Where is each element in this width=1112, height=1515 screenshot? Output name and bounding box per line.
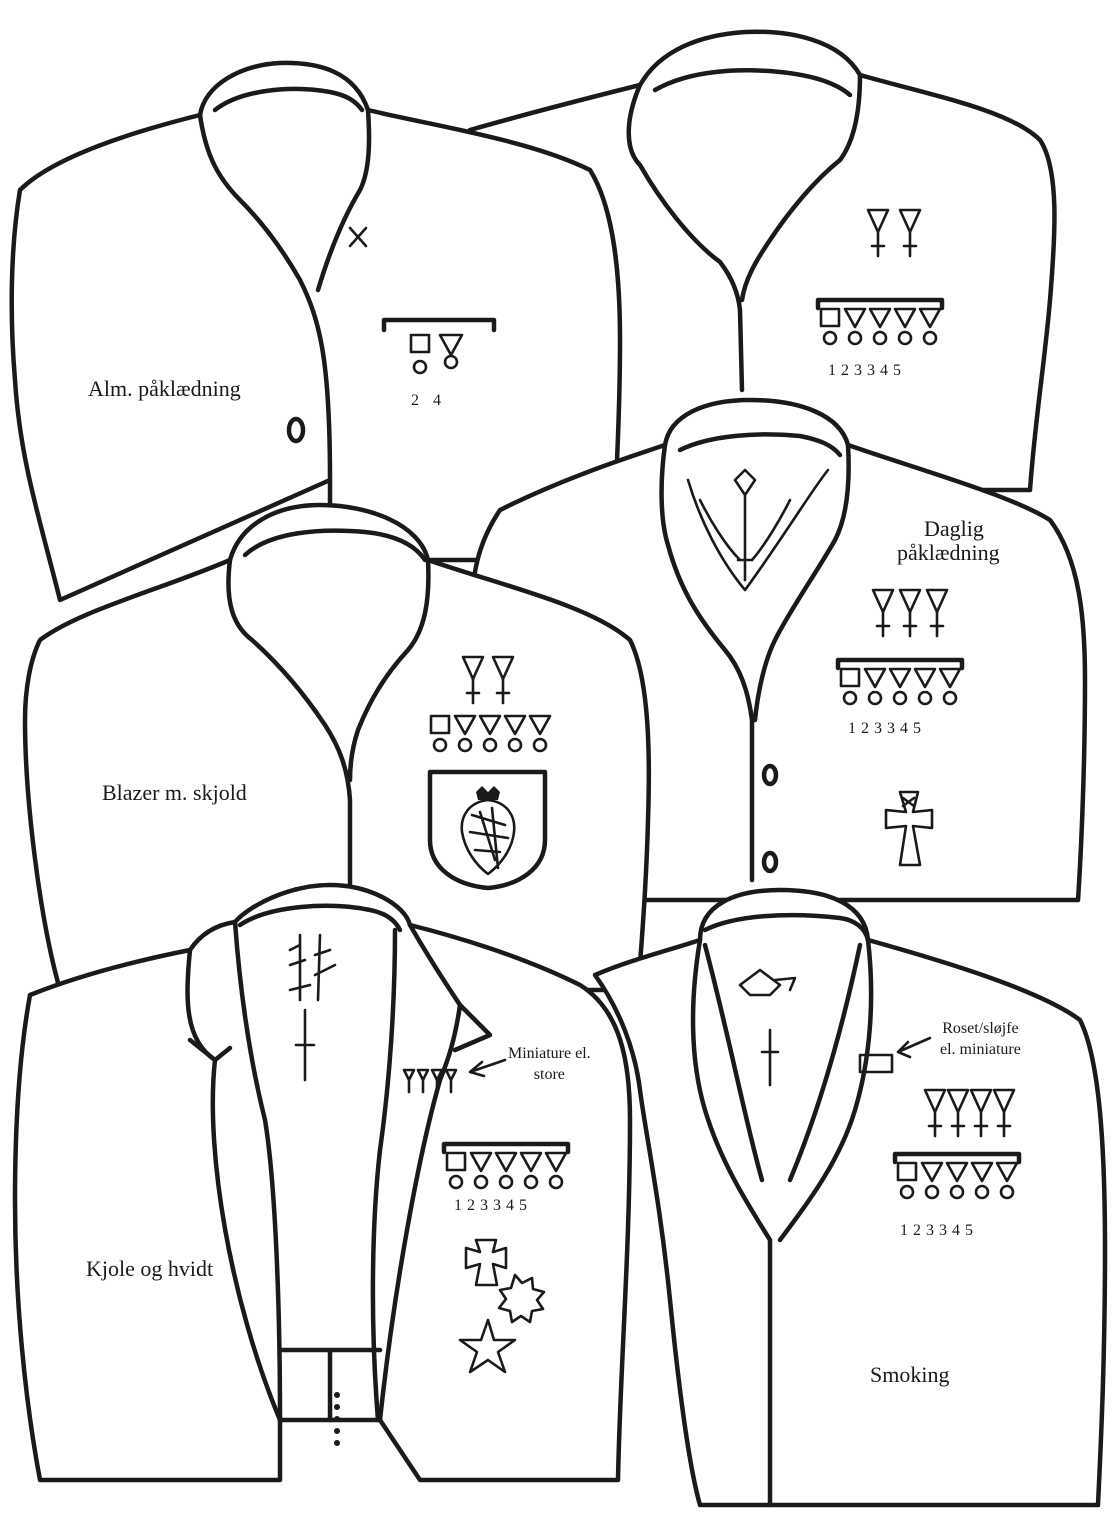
annotation-roset-line2: el. miniature bbox=[940, 1039, 1021, 1060]
annotation-roset: Roset/sløjfe el. miniature bbox=[940, 1018, 1021, 1060]
label-smoking: Smoking bbox=[870, 1362, 949, 1388]
jacket-bottom-right bbox=[595, 890, 1105, 1505]
medal-numbers-smoking: 1 2 3 3 4 5 bbox=[900, 1222, 974, 1240]
annotation-miniature: Miniature el. store bbox=[508, 1043, 591, 1085]
label-kjole-og-hvidt: Kjole og hvidt bbox=[86, 1256, 213, 1282]
medal-numbers-daglig: 1 2 3 3 4 5 bbox=[848, 720, 922, 738]
label-blazer: Blazer m. skjold bbox=[102, 780, 247, 806]
annotation-miniature-line1: Miniature el. bbox=[508, 1043, 591, 1064]
jacket-bottom-left bbox=[15, 885, 630, 1480]
label-daglig-paaklaedning: påklædning bbox=[897, 540, 1000, 566]
annotation-miniature-line2: store bbox=[508, 1064, 591, 1085]
label-alm-paaklaedning: Alm. påklædning bbox=[88, 376, 241, 402]
medal-numbers-kjole: 1 2 3 3 4 5 bbox=[454, 1197, 528, 1215]
medal-numbers-alm: 2 4 bbox=[411, 392, 442, 410]
annotation-roset-line1: Roset/sløjfe bbox=[940, 1018, 1021, 1039]
label-daglig: Daglig bbox=[924, 516, 984, 542]
medal-numbers-top-right: 1 2 3 3 4 5 bbox=[828, 362, 902, 380]
